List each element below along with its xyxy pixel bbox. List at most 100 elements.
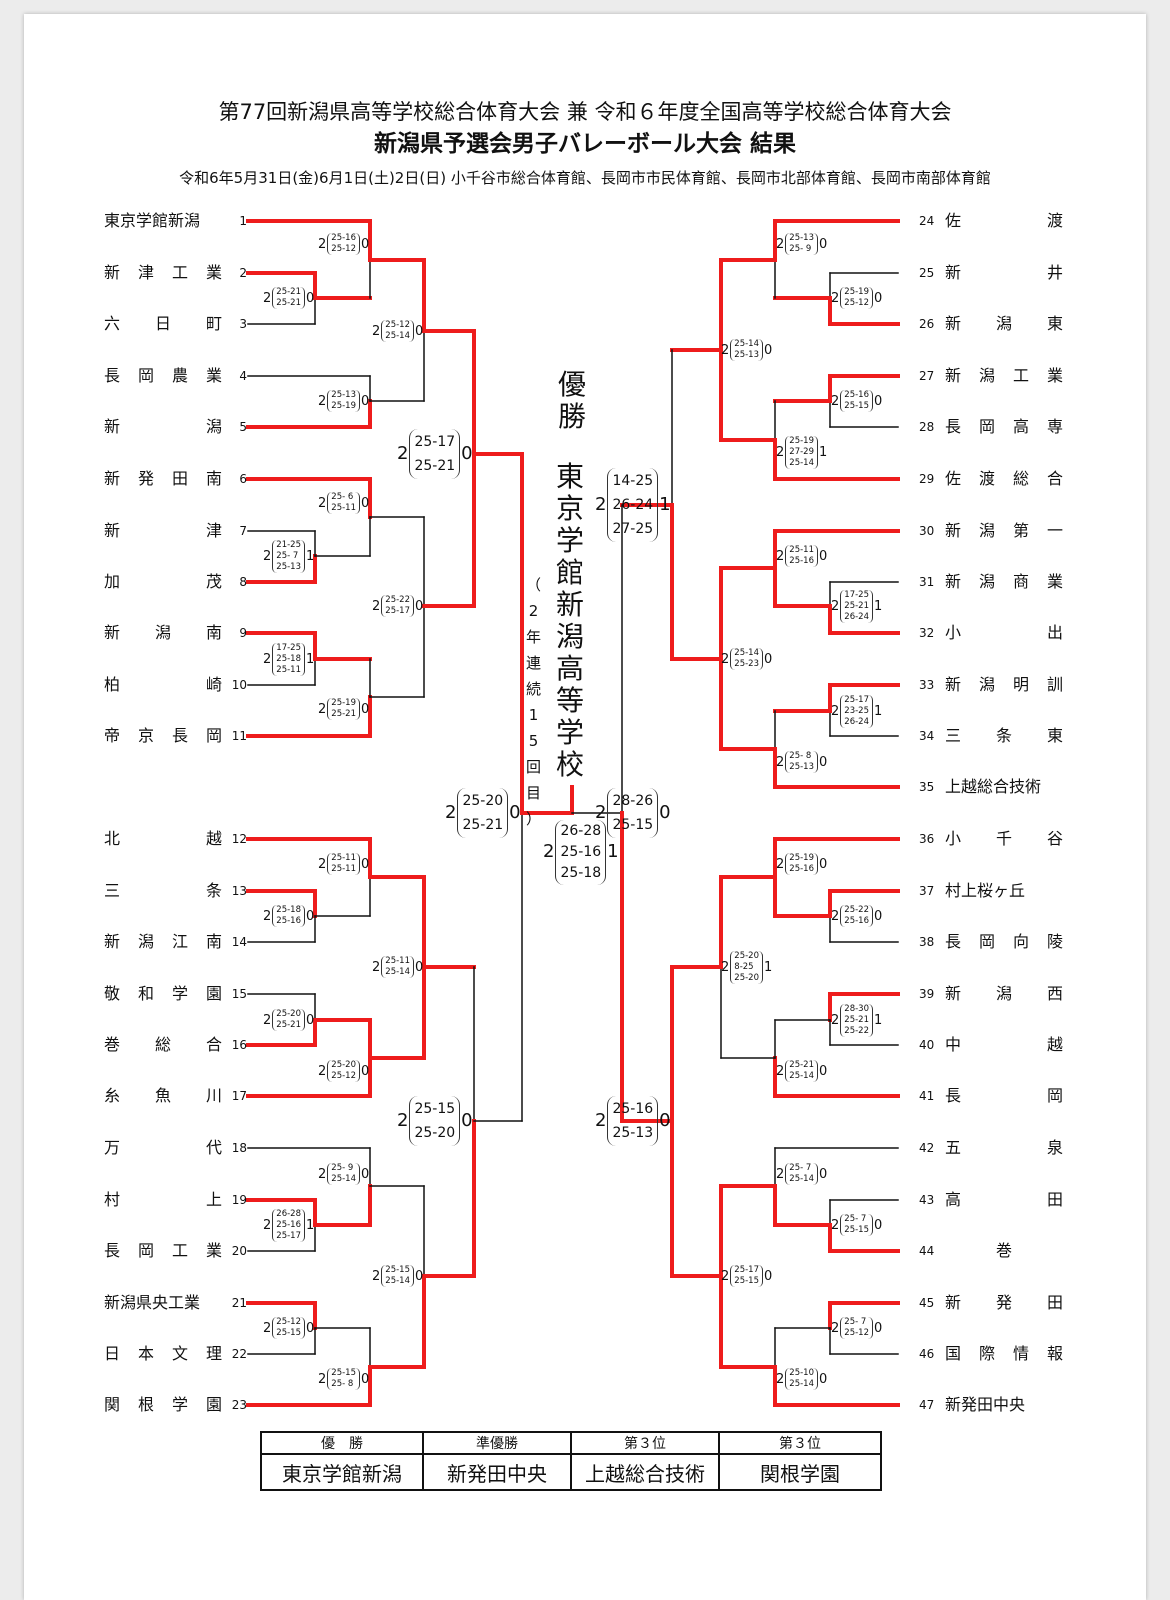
- sets-lost: 0: [763, 1268, 773, 1284]
- team-name: 新津工業: [104, 263, 222, 283]
- sets-lost: 0: [305, 290, 315, 306]
- team-name-char: 新: [104, 521, 121, 540]
- sets-lost: 0: [414, 598, 424, 614]
- sets-won: 2: [721, 342, 730, 358]
- team-name-char: 帝: [104, 726, 121, 745]
- team-name-char: 工: [171, 263, 188, 282]
- team-seed: 2: [239, 266, 247, 280]
- set-score: 25-16: [560, 843, 602, 860]
- champion-char: 校: [556, 748, 585, 781]
- third-b-cell: 関根学園: [718, 1453, 882, 1491]
- team-name-char: 発: [995, 1293, 1012, 1312]
- set-score: 25-14: [789, 1174, 814, 1184]
- team-seed: 9: [239, 626, 247, 640]
- team-name-char: 情: [1012, 1344, 1029, 1363]
- set-score: 25-20: [734, 950, 759, 961]
- team-name-char: 上: [205, 1190, 222, 1209]
- set-score: 25-13: [734, 350, 759, 360]
- set-score: 25-16: [789, 556, 814, 566]
- team-name-char: 三: [945, 726, 962, 745]
- sets-won: 2: [263, 908, 272, 924]
- set-score: 25-15: [844, 1225, 869, 1235]
- team-name: 敬和学園: [104, 984, 222, 1004]
- title-line-2: 新潟県予選会男子バレーボール大会 結果: [373, 131, 796, 157]
- sets-won: 2: [776, 444, 785, 460]
- team-name-char: 農: [171, 366, 188, 385]
- set-score: 25-17: [414, 434, 456, 450]
- team-name-char: 三: [104, 881, 121, 900]
- set-score: 25-12: [844, 298, 869, 308]
- set-score: 25- 7: [844, 1317, 867, 1327]
- team-name-char: 敬: [104, 984, 121, 1003]
- team-name-char: 潟: [154, 623, 171, 642]
- set-score: 25-14: [789, 457, 814, 468]
- sets-lost: 0: [818, 754, 828, 770]
- team-name-char: 出: [1046, 623, 1063, 642]
- team-name-char: 長: [945, 417, 962, 436]
- sets-lost: 0: [873, 290, 883, 306]
- set-score: 25-19: [844, 287, 869, 297]
- team-name-char: 学: [171, 984, 188, 1003]
- champion-char: ）: [526, 810, 542, 828]
- team-seed: 11: [231, 729, 247, 743]
- set-score: 25-16: [844, 916, 869, 926]
- sets-won: 2: [372, 959, 381, 975]
- team-name-char: 園: [205, 984, 222, 1003]
- set-score: 25-10: [789, 1368, 814, 1378]
- team-seed: 45: [919, 1296, 935, 1310]
- team-name: 六日町: [104, 314, 222, 334]
- team-seed: 13: [231, 884, 247, 898]
- team-name: 北越: [104, 829, 222, 849]
- sets-won: 2: [831, 703, 840, 719]
- team-seed: 24: [919, 214, 935, 228]
- team-name-char: 本: [137, 1344, 154, 1363]
- sets-lost: 0: [659, 802, 671, 823]
- team-name-char: 学: [171, 1395, 188, 1414]
- set-score: 25-15: [612, 817, 654, 833]
- team-name-char: 高: [945, 1190, 962, 1209]
- sets-won: 2: [831, 290, 840, 306]
- set-score: 25- 9: [789, 244, 812, 254]
- set-score: 25- 6: [331, 492, 354, 502]
- team-seed: 33: [919, 678, 935, 692]
- sets-lost: 0: [818, 856, 828, 872]
- team-name: 長岡高専: [945, 417, 1063, 437]
- sets-lost: 0: [305, 908, 315, 924]
- team-name: 長岡向陵: [945, 932, 1063, 952]
- team-name-char: 一: [1046, 521, 1063, 540]
- sets-lost: 0: [659, 1110, 671, 1131]
- champion-char: 東: [556, 460, 585, 493]
- team-seed: 12: [231, 832, 247, 846]
- team-name: 三条: [104, 881, 222, 901]
- team-name: 村上桜ヶ丘: [945, 881, 1026, 900]
- winner-cell: 東京学館新潟: [260, 1453, 424, 1491]
- set-score: 25-19: [331, 401, 356, 411]
- team-name-char: 新: [945, 521, 962, 540]
- set-score: 25-11: [331, 853, 356, 863]
- set-score: 26-28: [560, 822, 602, 839]
- sets-won: 2: [372, 323, 381, 339]
- sets-lost: 1: [305, 651, 315, 667]
- team-name-char: 東: [1046, 726, 1063, 745]
- sets-lost: 0: [360, 701, 370, 717]
- team-name-char: 長: [945, 932, 962, 951]
- sets-lost: 1: [763, 959, 773, 975]
- set-score: 25-14: [385, 1276, 410, 1286]
- set-score: 27-29: [789, 446, 814, 457]
- team-name-char: 潟: [978, 366, 995, 385]
